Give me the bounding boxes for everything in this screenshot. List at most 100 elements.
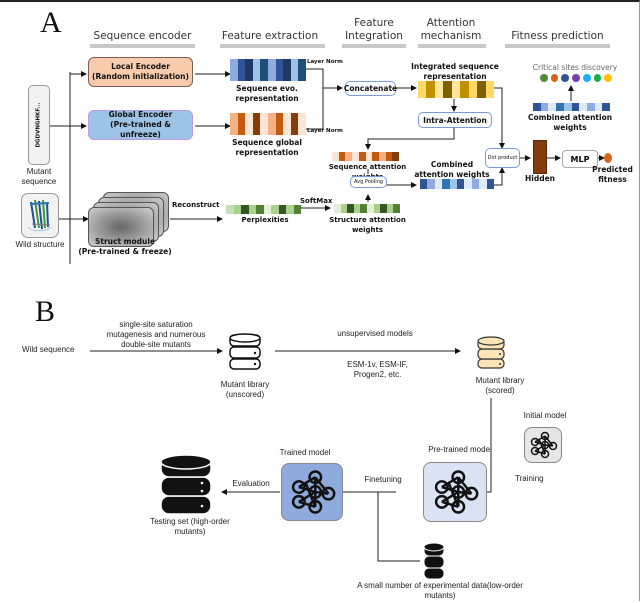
bar-cell (460, 81, 469, 98)
bar-cell (372, 152, 379, 161)
sequence-evo-label: Sequence evo. representation (235, 84, 299, 103)
mutant-sequence-label: Mutant sequence (21, 167, 57, 186)
combined-to-dot (494, 167, 505, 186)
bar-cell (392, 152, 400, 161)
layer-norm-label-2: Layer Norm (307, 128, 343, 134)
bar-cell (540, 103, 549, 111)
stage-bar (342, 44, 406, 48)
stage-bar (505, 44, 610, 48)
bar-cell (347, 204, 354, 213)
stage-bar (90, 44, 195, 48)
concatenate-node: Concatenate (344, 81, 397, 96)
bar-cell (586, 103, 595, 111)
stage-fitness-prediction: Fitness prediction (511, 30, 604, 42)
bar-cell (468, 81, 478, 98)
bar-cell (434, 81, 444, 98)
initial-model-label: Initial model (523, 411, 567, 420)
sequence-attention-bar (332, 152, 400, 161)
bar-cell (451, 81, 461, 98)
bar-cell (477, 81, 486, 98)
perplexities-bar (226, 205, 301, 214)
bar-cell (571, 103, 580, 111)
trained-model-label: Trained model (279, 448, 331, 457)
structure-attention-label: Structure attention weights (329, 216, 406, 234)
bar-cell (226, 205, 234, 214)
critical-site-dot (561, 74, 570, 82)
bar-cell (245, 113, 253, 135)
local-encoder-title: Local Encoder (111, 62, 170, 71)
bar-cell (230, 59, 238, 81)
bar-cell (332, 152, 339, 161)
training-label: Training (515, 474, 544, 483)
bar-cell (479, 179, 487, 189)
bar-cell (464, 179, 472, 189)
hidden-label: Hidden (524, 174, 555, 183)
combined-attention-bar (420, 179, 495, 189)
bar-cell (352, 152, 359, 161)
bar-cell (373, 204, 381, 213)
bar-cell (278, 205, 286, 214)
bar-cell (365, 152, 373, 161)
bar-cell (334, 204, 341, 213)
protein-structure-icon (27, 199, 52, 232)
bar-cell (286, 205, 294, 214)
bar-cell (449, 179, 458, 189)
combined-attention-label: Combined attention weights (414, 160, 490, 179)
bar-cell (378, 152, 386, 161)
critical-site-dot (572, 74, 580, 82)
bar-cell (260, 113, 268, 135)
bar-cell (275, 59, 284, 81)
stage-attention-mechanism: Attention mechanism (420, 17, 482, 42)
bar-cell (556, 103, 564, 111)
bar-cell (533, 103, 541, 111)
wild-structure-label: Wild structure (15, 240, 65, 249)
bar-cell (353, 204, 361, 213)
bar-cell (380, 204, 387, 213)
bar-cell (485, 81, 494, 98)
critical-site-dot (604, 74, 613, 82)
critical-site-dot (550, 74, 559, 82)
structure-attention-bar (334, 204, 400, 213)
critical-site-dot (593, 74, 602, 82)
bar-cell (293, 205, 301, 214)
reconstruct-label: Reconstruct (172, 201, 220, 209)
bar-cell (290, 59, 299, 81)
bar-cell (248, 205, 256, 214)
mutant-library-scored-label: Mutant library (scored) (475, 376, 525, 395)
neural-network-icon (530, 431, 558, 459)
evaluation-label: Evaluation (232, 479, 270, 488)
bar-cell (393, 204, 400, 213)
layer-norm-label-1: Layer Norm (307, 59, 343, 65)
bar-cell (290, 113, 299, 135)
bar-cell (426, 81, 435, 98)
sequence-evo-bar (230, 59, 306, 81)
bar-cell (260, 59, 268, 81)
neural-network-icon (291, 470, 336, 514)
bar-cell (360, 204, 367, 213)
bar-cell (486, 179, 495, 189)
bar-cell (338, 152, 346, 161)
bar-cell (418, 81, 427, 98)
expdata-to-finetune (377, 492, 420, 562)
bar-cell (252, 113, 261, 135)
combined-attention-top-bar (533, 103, 611, 111)
pretrained-model-label: Pre-trained model (428, 445, 492, 454)
predicted-fitness-dot (604, 153, 612, 163)
bar-cell (298, 113, 306, 135)
bar-cell (271, 205, 279, 214)
wild-sequence-label: Wild sequence (22, 345, 75, 354)
bar-cell (340, 204, 348, 213)
bar-cell (358, 152, 366, 161)
mutant-sequence-box: DGDVNGHKF... (28, 85, 50, 165)
bar-cell (283, 113, 291, 135)
bar-cell (237, 59, 246, 81)
predicted-fitness-label: Predicted fitness (592, 165, 633, 184)
bar-cell (420, 179, 428, 189)
local-encoder-subtitle: (Random initialization) (92, 72, 189, 81)
struct-module-subtitle: (Pre-trained & freeze) (78, 247, 172, 256)
database-experimental-icon (423, 542, 445, 580)
global-encoder-subtitle: (Pre-trained & unfreeze) (110, 120, 171, 139)
bar-cell (386, 204, 394, 213)
bar-cell (579, 103, 587, 111)
